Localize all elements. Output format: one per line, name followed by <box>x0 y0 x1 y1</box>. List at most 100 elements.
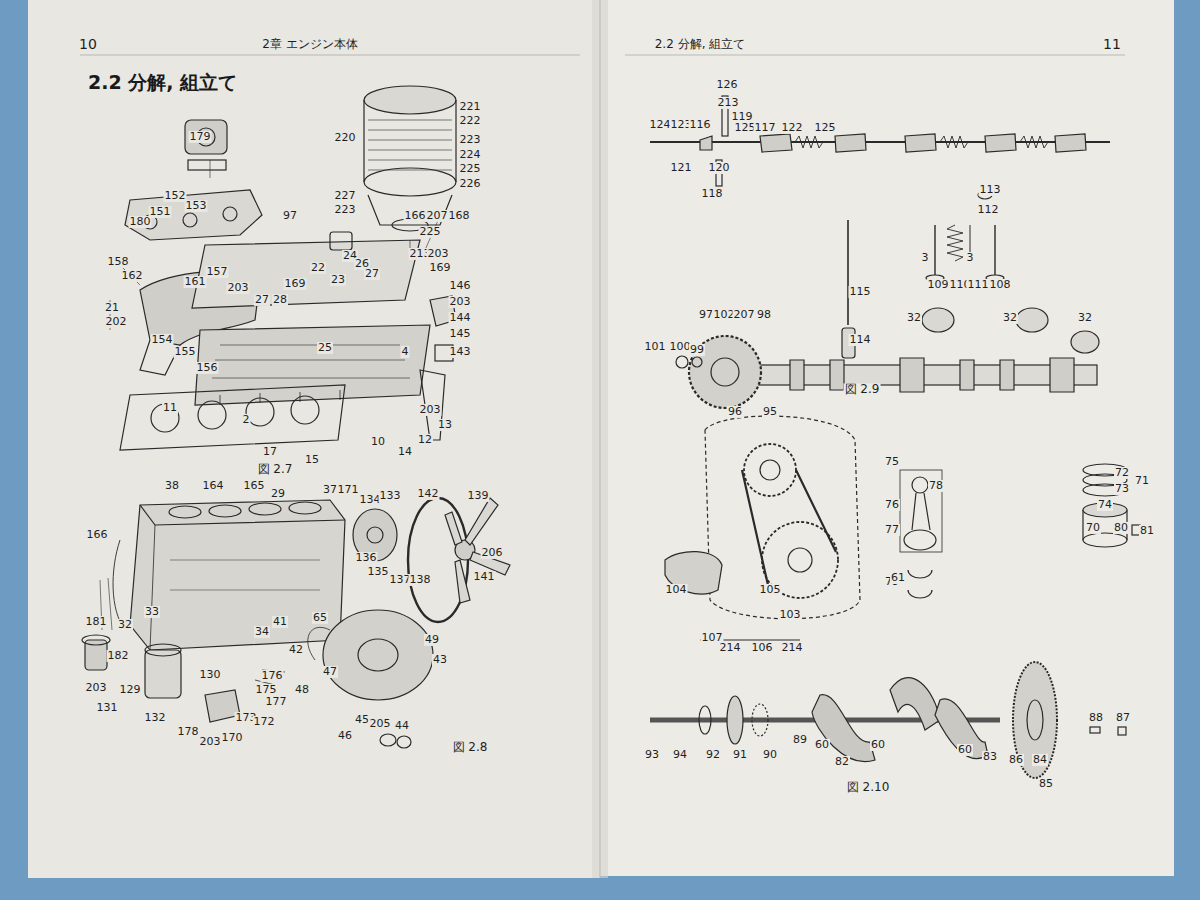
figure-2-8 <box>82 498 510 748</box>
callout-number: 151 <box>149 206 172 218</box>
callout-number: 94 <box>672 749 688 761</box>
page-number: 10 <box>78 37 98 52</box>
callout-number: 136 <box>355 552 378 564</box>
callout-number: 205 <box>369 718 392 730</box>
callout-number: 75 <box>884 456 900 468</box>
callout-number: 46 <box>337 730 353 742</box>
callout-number: 101 <box>644 341 667 353</box>
callout-number: 77 <box>884 524 900 536</box>
callout-number: 179 <box>189 131 212 143</box>
callout-number: 81 <box>1139 525 1155 537</box>
callout-number: 214 <box>781 642 804 654</box>
callout-number: 44 <box>394 720 410 732</box>
callout-number: 129 <box>119 684 142 696</box>
callout-number: 227 <box>334 190 357 202</box>
callout-number: 206 <box>481 547 504 559</box>
callout-number: 166 <box>404 210 427 222</box>
callout-number: 14 <box>397 446 413 458</box>
callout-number: 27 <box>364 268 380 280</box>
callout-number: 38 <box>164 480 180 492</box>
callout-number: 225 <box>419 226 442 238</box>
callout-number: 203 <box>419 404 442 416</box>
figure-caption: 図 2.8 <box>452 741 489 754</box>
callout-number: 132 <box>144 712 167 724</box>
callout-number: 124 <box>649 119 672 131</box>
callout-number: 135 <box>367 566 390 578</box>
callout-number: 203 <box>85 682 108 694</box>
callout-number: 164 <box>202 480 225 492</box>
callout-number: 130 <box>199 669 222 681</box>
callout-number: 23 <box>330 274 346 286</box>
callout-number: 152 <box>164 190 187 202</box>
callout-number: 131 <box>96 702 119 714</box>
callout-number: 125 <box>814 122 837 134</box>
callout-number: 117 <box>754 122 777 134</box>
callout-number: 133 <box>379 490 402 502</box>
callout-number: 155 <box>174 346 197 358</box>
callout-number: 170 <box>221 732 244 744</box>
callout-number: 71 <box>1134 475 1150 487</box>
callout-number: 169 <box>284 278 307 290</box>
callout-number: 47 <box>322 666 338 678</box>
left-page <box>28 0 600 878</box>
callout-number: 171 <box>337 484 360 496</box>
callout-number: 157 <box>206 266 229 278</box>
callout-number: 90 <box>762 749 778 761</box>
callout-number: 105 <box>759 584 782 596</box>
callout-number: 80 <box>1113 522 1129 534</box>
figure-caption: 図 2.7 <box>257 463 294 476</box>
callout-number: 115 <box>849 286 872 298</box>
callout-number: 175 <box>255 684 278 696</box>
callout-number: 104 <box>665 584 688 596</box>
callout-number: 177 <box>265 696 288 708</box>
callout-number: 168 <box>448 210 471 222</box>
callout-number: 92 <box>705 749 721 761</box>
callout-number: 181 <box>85 616 108 628</box>
callout-number: 122 <box>781 122 804 134</box>
callout-number: 32 <box>1002 312 1018 324</box>
callout-number: 202 <box>105 316 128 328</box>
callout-number: 49 <box>424 634 440 646</box>
callout-number: 207 <box>426 210 449 222</box>
callout-number: 144 <box>449 312 472 324</box>
callout-number: 223 <box>334 204 357 216</box>
callout-number: 43 <box>432 654 448 666</box>
callout-number: 42 <box>288 644 304 656</box>
callout-number: 60 <box>814 739 830 751</box>
callout-number: 28 <box>272 294 288 306</box>
callout-number: 60 <box>957 744 973 756</box>
figure-caption: 図 2.9 <box>844 383 881 396</box>
callout-number: 34 <box>254 626 270 638</box>
callout-number: 172 <box>253 716 276 728</box>
callout-number: 203 <box>449 296 472 308</box>
callout-number: 15 <box>304 454 320 466</box>
callout-number: 95 <box>762 406 778 418</box>
callout-number: 12 <box>417 434 433 446</box>
callout-number: 108 <box>989 279 1012 291</box>
callout-number: 84 <box>1032 754 1048 766</box>
callout-number: 85 <box>1038 778 1054 790</box>
callout-number: 109 <box>927 279 950 291</box>
callout-number: 70 <box>1085 522 1101 534</box>
callout-number: 224 <box>459 149 482 161</box>
callout-number: 103 <box>779 609 802 621</box>
callout-number: 98 <box>756 309 772 321</box>
callout-number: 25 <box>317 342 333 354</box>
callout-number: 145 <box>449 328 472 340</box>
callout-number: 86 <box>1008 754 1024 766</box>
callout-number: 48 <box>294 684 310 696</box>
callout-number: 166 <box>86 529 109 541</box>
callout-number: 32 <box>906 312 922 324</box>
callout-number: 118 <box>701 188 724 200</box>
header-rule <box>625 55 1125 56</box>
callout-number: 165 <box>243 480 266 492</box>
callout-number: 82 <box>834 756 850 768</box>
callout-number: 176 <box>261 670 284 682</box>
callout-number: 72 <box>1114 467 1130 479</box>
callout-number: 114 <box>849 334 872 346</box>
callout-number: 2 <box>242 414 251 426</box>
figure-2-9 <box>650 96 1110 408</box>
callout-number: 207 <box>733 309 756 321</box>
callout-number: 156 <box>196 362 219 374</box>
